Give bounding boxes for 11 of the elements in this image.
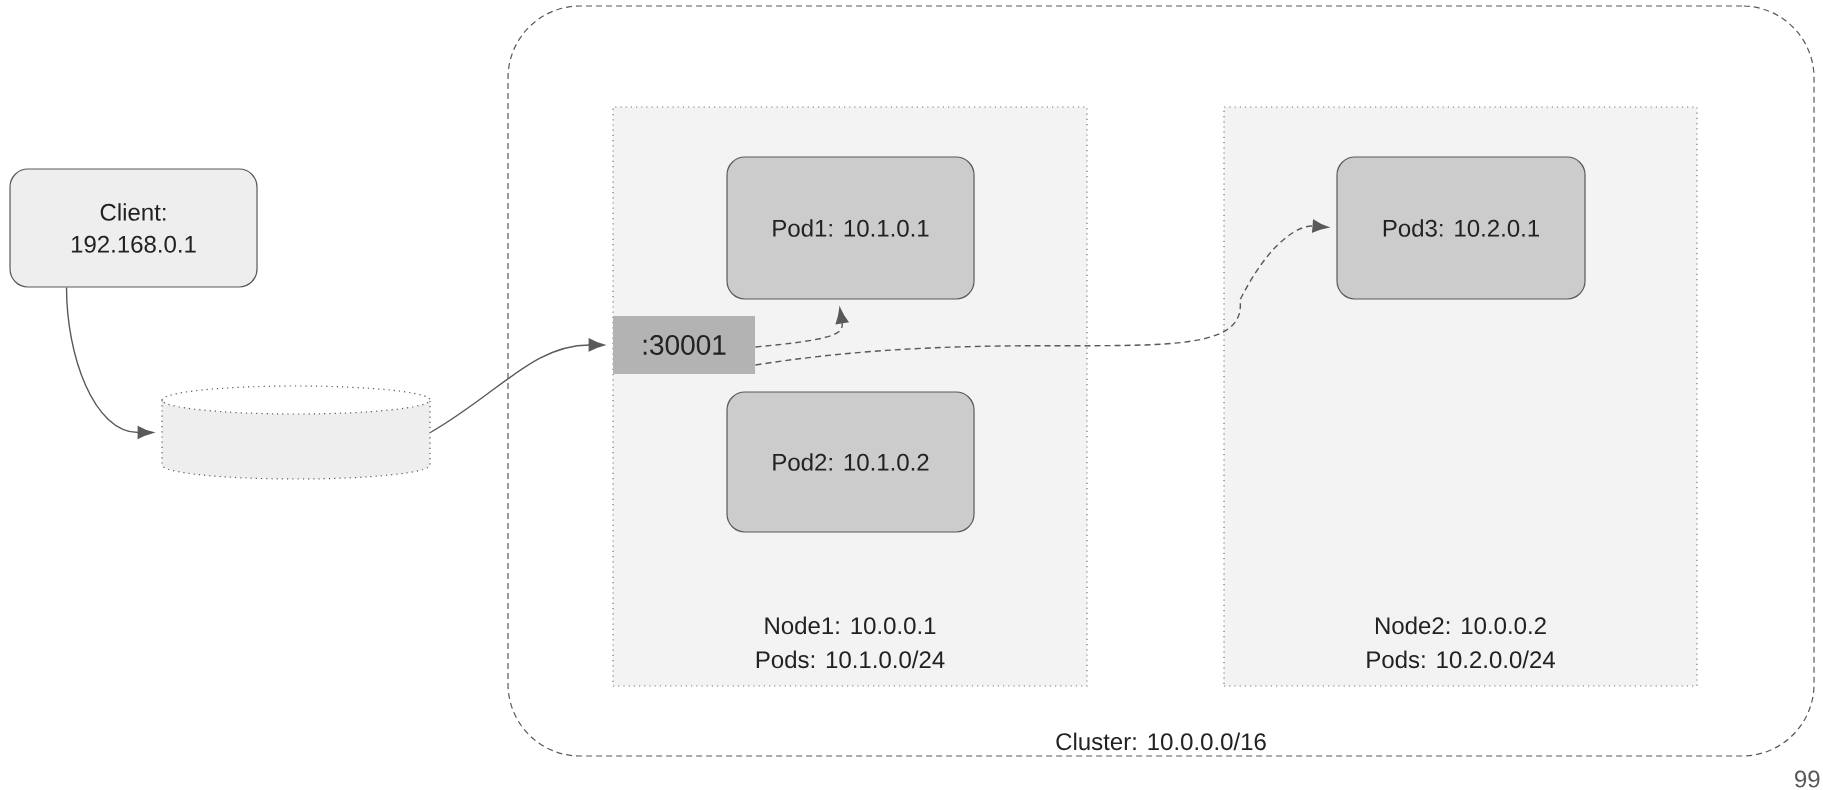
- pod-box: Pod3: 10.2.0.1: [1336, 156, 1586, 300]
- cylinder: [161, 385, 431, 480]
- port-box: :30001: [613, 316, 755, 374]
- arrow: [65, 286, 154, 439]
- arrow: [754, 307, 849, 348]
- client-box: Client: 192.168.0.1: [9, 168, 258, 288]
- arrow: [429, 338, 605, 434]
- pod-box: Pod2: 10.1.0.2: [726, 391, 975, 533]
- pod-box: Pod1: 10.1.0.1: [726, 156, 975, 300]
- arrow: [754, 219, 1329, 366]
- page-number: 99: [1795, 770, 1820, 788]
